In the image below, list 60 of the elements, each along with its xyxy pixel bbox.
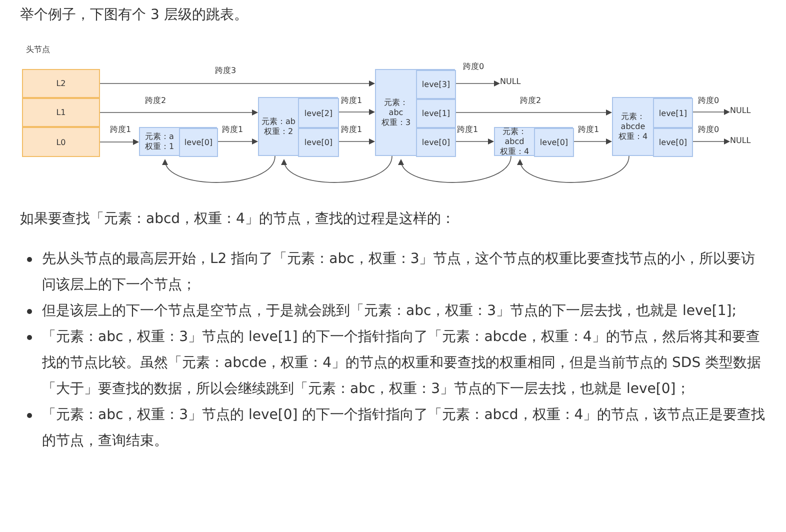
edge-label: 跨度1 — [341, 96, 362, 106]
level-cell: leve[0] — [179, 128, 218, 157]
level-cell: leve[3] — [416, 70, 456, 99]
bullet-text: 但是该层上的下一个节点是空节点，于是就会跳到「元素：abc，权重：3」节点的下一层去找，也就是 leve[1]; — [42, 303, 736, 319]
bullet-text: 先从头节点的最高层开始，L2 指向了「元素：abc，权重：3」节点，这个节点的权重比要查找节点的小，所以要访问该层上的下一个节点； — [42, 251, 756, 293]
arrow — [100, 80, 375, 86]
paragraph: 如果要查找「元素：abcd，权重：4」的节点，查找的过程是这样的： — [20, 210, 456, 229]
level-cell: leve[2] — [298, 98, 339, 128]
bullet-text: 「元素：abc，权重：3」节点的 leve[0] 的下一个指针指向了「元素：abcd，权重：4」的节点，该节点正是要查找的节点，查询结束。 — [42, 407, 766, 449]
edge-label: 跨度0 — [463, 62, 484, 72]
edge-label: 跨度1 — [341, 125, 362, 135]
element-text: 元素：abcd 权重：4 — [498, 128, 530, 155]
null-label: NULL — [730, 105, 760, 117]
arrow — [164, 156, 276, 183]
arrow — [692, 109, 730, 115]
element-text: 元素：abcde 权重：4 — [617, 110, 649, 142]
element-text: 元素：a 权重：1 — [144, 130, 176, 152]
header-level-cell: L2 — [22, 69, 100, 98]
edge-label: 跨度1 — [222, 125, 244, 135]
level-cell: leve[1] — [653, 98, 693, 128]
element-text: 元素：ab 权重：2 — [260, 116, 296, 138]
header-level-cell: L0 — [22, 127, 100, 157]
arrow — [100, 110, 258, 116]
edge-label: 跨度2 — [145, 96, 166, 106]
level-cell: leve[0] — [534, 128, 574, 157]
level-cell: leve[0] — [653, 128, 693, 157]
bullet-text: 「元素：abc，权重：3」节点的 leve[1] 的下一个指针指向了「元素：abcde，权重：4」的节点，然后将其和要查找的节点比较。虽然「元素：abcde，权重：4」的节点的权重和要查找的权重相同，但是当前节点的 SDS 类型数据「大于」要查找的数据，所以会继续跳到「元素：abc，权重：3」节点的下一层去找，也就是 leve[0]； — [42, 329, 762, 397]
skiplist-node — [258, 97, 338, 156]
edge-label: 跨度1 — [578, 125, 600, 135]
null-label: NULL — [500, 76, 530, 88]
arrow — [572, 138, 612, 144]
level-cell: leve[0] — [298, 128, 339, 157]
arrow — [454, 110, 612, 116]
skiplist-node — [139, 127, 217, 156]
arrow — [338, 138, 375, 144]
edge-label: 跨度3 — [215, 66, 236, 76]
arrow — [518, 156, 630, 183]
element-text: 元素：abc 权重：3 — [380, 96, 412, 128]
edge-label: 跨度0 — [698, 96, 720, 106]
skiplist-node — [375, 69, 455, 156]
skiplist-node — [494, 127, 573, 156]
header-level-cell: L1 — [22, 98, 100, 127]
intro-text: 举个例子，下图有个 3 层级的跳表。 — [20, 6, 248, 25]
edge-label: 跨度1 — [110, 125, 132, 135]
arrow — [454, 138, 494, 144]
null-label: NULL — [730, 135, 760, 147]
level-cell: leve[0] — [416, 128, 456, 157]
edge-label: 跨度1 — [457, 125, 478, 135]
arrow — [216, 138, 258, 144]
arrow — [282, 156, 392, 183]
arrow — [338, 109, 375, 115]
arrow — [100, 139, 139, 145]
arrow — [692, 138, 730, 144]
arrow — [400, 156, 512, 183]
arrow — [454, 80, 500, 86]
edge-label: 跨度2 — [520, 96, 542, 106]
header-label: 头节点 — [26, 44, 50, 55]
level-cell: leve[1] — [416, 99, 456, 128]
skiplist-node — [612, 97, 692, 156]
edge-label: 跨度0 — [698, 125, 720, 135]
